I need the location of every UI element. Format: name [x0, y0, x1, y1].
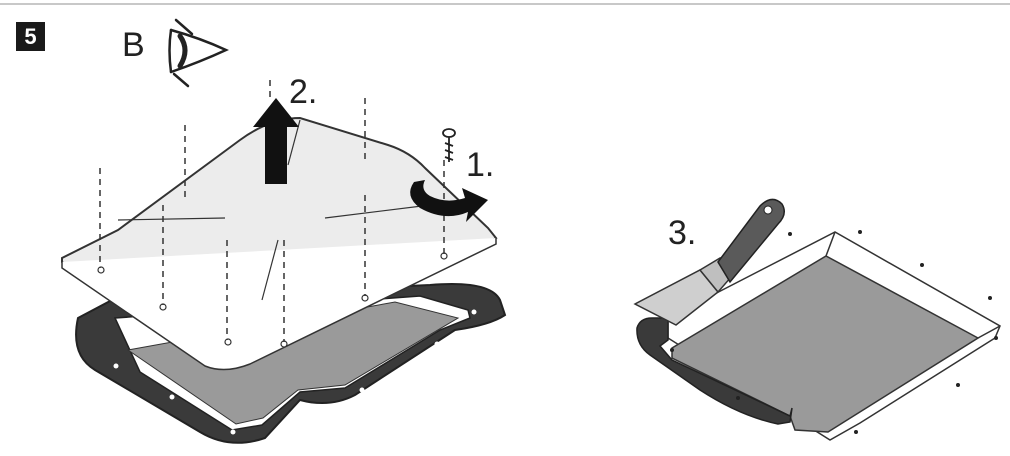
arrow-up-icon — [253, 98, 299, 184]
step-3-label: 3. — [668, 214, 697, 252]
step-number-badge: 5 — [16, 22, 45, 51]
alignment-dashed-lines — [99, 80, 445, 342]
eye-icon — [168, 18, 229, 88]
enamel-panel — [61, 116, 498, 371]
step-2-label: 2. — [289, 73, 318, 111]
scraper-tool-icon — [633, 198, 785, 326]
step-1-label: 1. — [466, 146, 495, 184]
top-divider-line — [0, 3, 1010, 5]
oven-floor-opening — [636, 230, 1001, 441]
rotate-arrow-icon — [410, 180, 488, 222]
view-letter-label: B — [122, 26, 145, 64]
screw-icon — [442, 128, 456, 162]
